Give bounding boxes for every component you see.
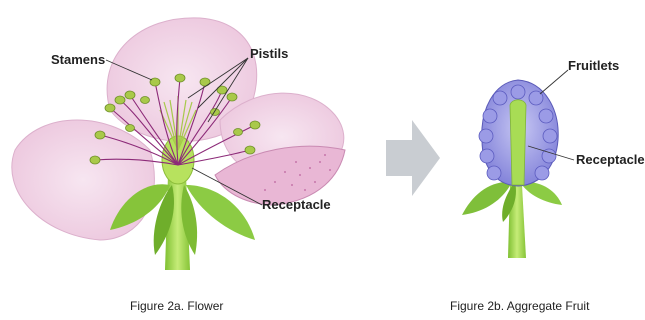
fruitlets-label: Fruitlets	[568, 58, 619, 73]
fruitlets-leader	[540, 70, 568, 94]
fruit-illustration	[462, 80, 562, 258]
receptacle-b-label: Receptacle	[576, 152, 645, 167]
caption-b: Figure 2b. Aggregate Fruit	[450, 299, 590, 313]
transition-arrow	[386, 120, 440, 196]
caption-a: Figure 2a. Flower	[130, 299, 223, 313]
receptacle-a-label: Receptacle	[262, 197, 331, 212]
stamens-label: Stamens	[51, 52, 105, 67]
fruit-receptacle-core	[510, 100, 526, 185]
pistils-label: Pistils	[250, 46, 288, 61]
